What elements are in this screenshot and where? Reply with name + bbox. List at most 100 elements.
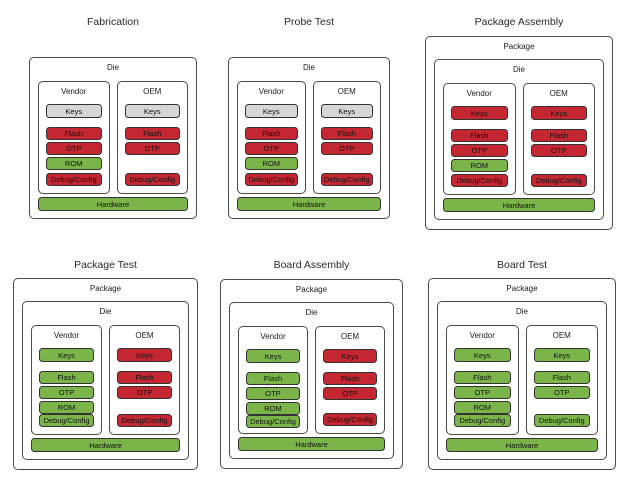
stage-title: Probe Test [283,16,334,28]
stage-title: Board Test [496,259,547,271]
die-columns: Vendor Keys Flash OTP ROM Debug/Config O… [238,326,385,434]
oem-otp-box: OTP [533,386,590,399]
stage-title: Fabrication [87,16,139,28]
hardware-bar: Hardware [238,437,385,451]
vendor-memory-stack: Flash OTP ROM [245,127,298,170]
stage-diagram: Package Die Vendor Keys Flash OTP ROM [428,278,616,470]
oem-label: OEM [552,331,571,340]
vendor-label: Vendor [53,331,80,340]
vendor-label: Vendor [469,331,495,340]
vendor-column: Vendor Keys Flash OTP ROM Debug/Config [446,325,519,435]
stage-title: Board Assembly [273,259,350,271]
vendor-otp-box: OTP [46,142,102,155]
oem-keys-box: Keys [530,106,587,120]
vendor-flash-box: Flash [451,129,508,142]
oem-flash-box: Flash [323,372,377,385]
oem-memory-stack: Flash OTP [117,371,172,399]
vendor-debug-config-box: Debug/Config [451,174,508,187]
vendor-keys-box: Keys [245,104,298,118]
die-columns: Vendor Keys Flash OTP ROM Debug/Config O… [443,83,595,195]
vendor-column: Vendor Keys Flash OTP ROM Debug/Config [31,325,102,435]
oem-otp-box: OTP [323,387,377,400]
vendor-rom-box: ROM [451,159,508,172]
vendor-otp-box: OTP [454,386,511,399]
oem-keys-box: Keys [533,348,590,362]
vendor-column: Vendor Keys Flash OTP ROM Debug/Config [238,326,308,434]
stage-diagram: Die Vendor Keys Flash OTP ROM Debug/Conf… [29,57,197,219]
oem-memory-stack: Flash OTP [323,372,377,400]
vendor-rom-box: ROM [245,157,298,170]
oem-label: OEM [337,87,356,96]
hardware-bar: Hardware [443,198,595,212]
vendor-flash-box: Flash [245,127,298,140]
stage-title: Package Test [74,259,137,271]
vendor-rom-box: ROM [46,157,102,170]
die-box: Die Vendor Keys Flash OTP ROM Debug/Conf… [434,59,604,220]
vendor-otp-box: OTP [451,144,508,157]
vendor-keys-box: Keys [246,349,300,363]
oem-keys-box: Keys [323,349,377,363]
vendor-flash-box: Flash [46,127,102,140]
oem-otp-box: OTP [320,142,373,155]
hardware-bar: Hardware [446,438,598,452]
vendor-debug-config-box: Debug/Config [46,173,102,186]
oem-column: OEM Keys Flash OTP Debug/Config [525,325,598,435]
die-box: Die Vendor Keys Flash OTP ROM Debug/Conf… [437,301,607,460]
oem-otp-box: OTP [530,144,587,157]
vendor-column: Vendor Keys Flash OTP ROM Debug/Config [443,83,516,195]
oem-column: OEM Keys Flash OTP Debug/Config [522,83,595,195]
oem-debug-config-box: Debug/Config [320,173,373,186]
oem-otp-box: OTP [124,142,180,155]
oem-label: OEM [143,87,162,96]
vendor-flash-box: Flash [454,371,511,384]
package-label: Package [503,42,535,51]
oem-debug-config-box: Debug/Config [530,174,587,187]
die-label: Die [305,308,318,317]
oem-column: OEM Keys Flash OTP Debug/Config [315,326,385,434]
die-box: Die Vendor Keys Flash OTP ROM Debug/Conf… [29,57,197,219]
vendor-label: Vendor [260,332,286,341]
die-columns: Vendor Keys Flash OTP ROM Debug/Config O… [31,325,180,435]
oem-debug-config-box: Debug/Config [323,413,377,426]
package-label: Package [89,284,122,293]
oem-keys-box: Keys [320,104,373,118]
oem-flash-box: Flash [320,127,373,140]
stage-title: Package Assembly [474,16,564,28]
oem-keys-box: Keys [117,348,172,362]
stage-diagram: Package Die Vendor Keys Flash OTP ROM [425,36,613,230]
vendor-keys-box: Keys [46,104,102,118]
vendor-keys-box: Keys [39,348,94,362]
oem-column: OEM Keys Flash OTP Debug/Config [312,81,381,194]
die-label: Die [106,63,119,72]
vendor-memory-stack: Flash OTP ROM [246,372,300,415]
vendor-debug-config-box: Debug/Config [39,414,94,427]
package-box: Package Die Vendor Keys Flash OTP ROM [220,279,403,469]
vendor-rom-box: ROM [39,401,94,414]
oem-otp-box: OTP [117,386,172,399]
package-label: Package [506,284,538,293]
vendor-keys-box: Keys [454,348,511,362]
stage-diagram: Package Die Vendor Keys Flash OTP ROM [13,278,198,470]
vendor-rom-box: ROM [454,401,511,414]
die-box: Die Vendor Keys Flash OTP ROM Debug/Conf… [228,57,390,219]
oem-debug-config-box: Debug/Config [117,414,172,427]
vendor-otp-box: OTP [245,142,298,155]
oem-memory-stack: Flash OTP [533,371,590,399]
oem-memory-stack: Flash OTP [530,129,587,157]
die-label: Die [512,65,525,74]
die-columns: Vendor Keys Flash OTP ROM Debug/Config O… [237,81,381,194]
oem-debug-config-box: Debug/Config [533,414,590,427]
oem-keys-box: Keys [124,104,180,118]
hardware-bar: Hardware [31,438,180,452]
oem-debug-config-box: Debug/Config [124,173,180,186]
oem-memory-stack: Flash OTP [124,127,180,155]
oem-flash-box: Flash [533,371,590,384]
die-box: Die Vendor Keys Flash OTP ROM Debug/Conf… [229,302,394,459]
vendor-label: Vendor [61,87,87,96]
die-columns: Vendor Keys Flash OTP ROM Debug/Config O… [38,81,188,194]
die-columns: Vendor Keys Flash OTP ROM Debug/Config O… [446,325,598,435]
vendor-flash-box: Flash [246,372,300,385]
package-label: Package [295,285,328,294]
vendor-keys-box: Keys [451,106,508,120]
stage-diagram: Die Vendor Keys Flash OTP ROM Debug/Conf… [228,57,390,219]
